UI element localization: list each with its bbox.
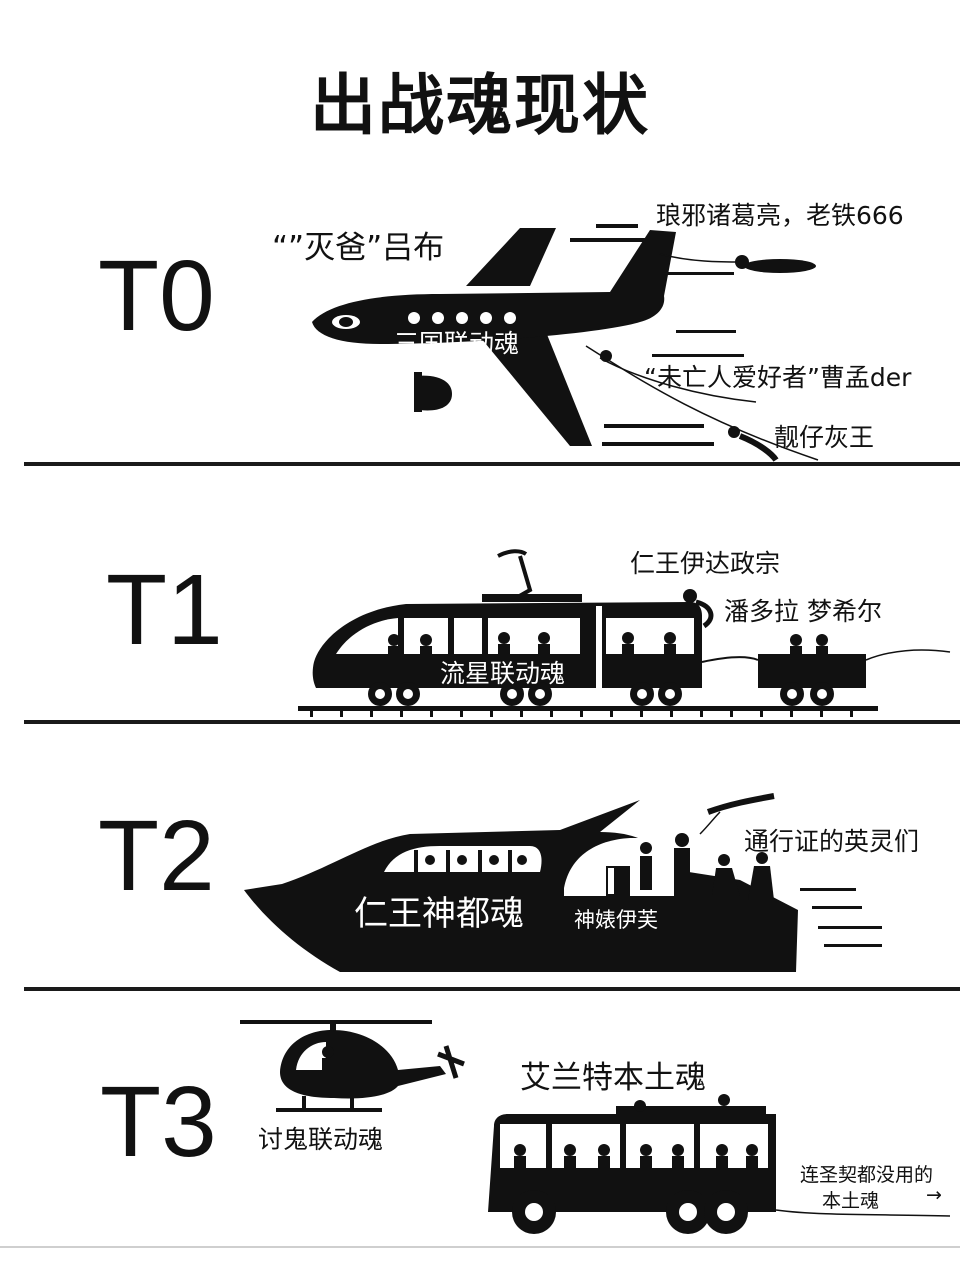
caption-taogui-collab: 讨鬼联动魂 <box>258 1125 384 1154</box>
caption-liuxing-collab: 流星联动魂 <box>440 659 566 688</box>
caption-arrow: → <box>926 1184 942 1206</box>
page-title: 出战魂现状 <box>310 67 650 144</box>
caption-useless-line-2: 本土魂 <box>822 1190 880 1212</box>
tier-label-t0: T0 <box>98 240 215 352</box>
tier-label-t3: T3 <box>100 1066 217 1178</box>
caption-zhuge-liang: 琅邪诸葛亮，老铁666 <box>656 201 904 230</box>
caption-pass-heroes: 通行证的英灵们 <box>744 827 920 856</box>
caption-grey-king: 靓仔灰王 <box>774 423 875 452</box>
caption-ailante-native: 艾兰特本土魂 <box>520 1060 706 1096</box>
yacht-icon <box>244 793 882 972</box>
tier-label-t2: T2 <box>98 800 215 912</box>
caption-eve: 神婊伊芙 <box>574 908 658 932</box>
caption-pandora-mengxier: 潘多拉 梦希尔 <box>724 597 882 626</box>
caption-date-masamune: 仁王伊达政宗 <box>630 549 781 578</box>
caption-niou-shendu: 仁王神都魂 <box>354 894 524 934</box>
caption-lu-bu: “”灭爸”吕布 <box>272 230 445 266</box>
caption-useless-line-1: 连圣契都没用的 <box>800 1164 934 1186</box>
tier-divider-3 <box>24 987 960 991</box>
caption-sanguo-collab: 三国联动魂 <box>394 329 520 358</box>
tier-divider-1 <box>24 462 960 466</box>
bus-icon <box>488 1094 951 1234</box>
tier-label-t1: T1 <box>106 554 223 666</box>
train-icon <box>298 549 951 717</box>
helicopter-icon <box>240 1020 465 1112</box>
bottom-edge-line <box>0 1246 960 1248</box>
airplane-icon <box>312 224 819 462</box>
tier-divider-2 <box>24 720 960 724</box>
caption-cao-meng: “未亡人爱好者”曹孟der <box>644 363 912 392</box>
